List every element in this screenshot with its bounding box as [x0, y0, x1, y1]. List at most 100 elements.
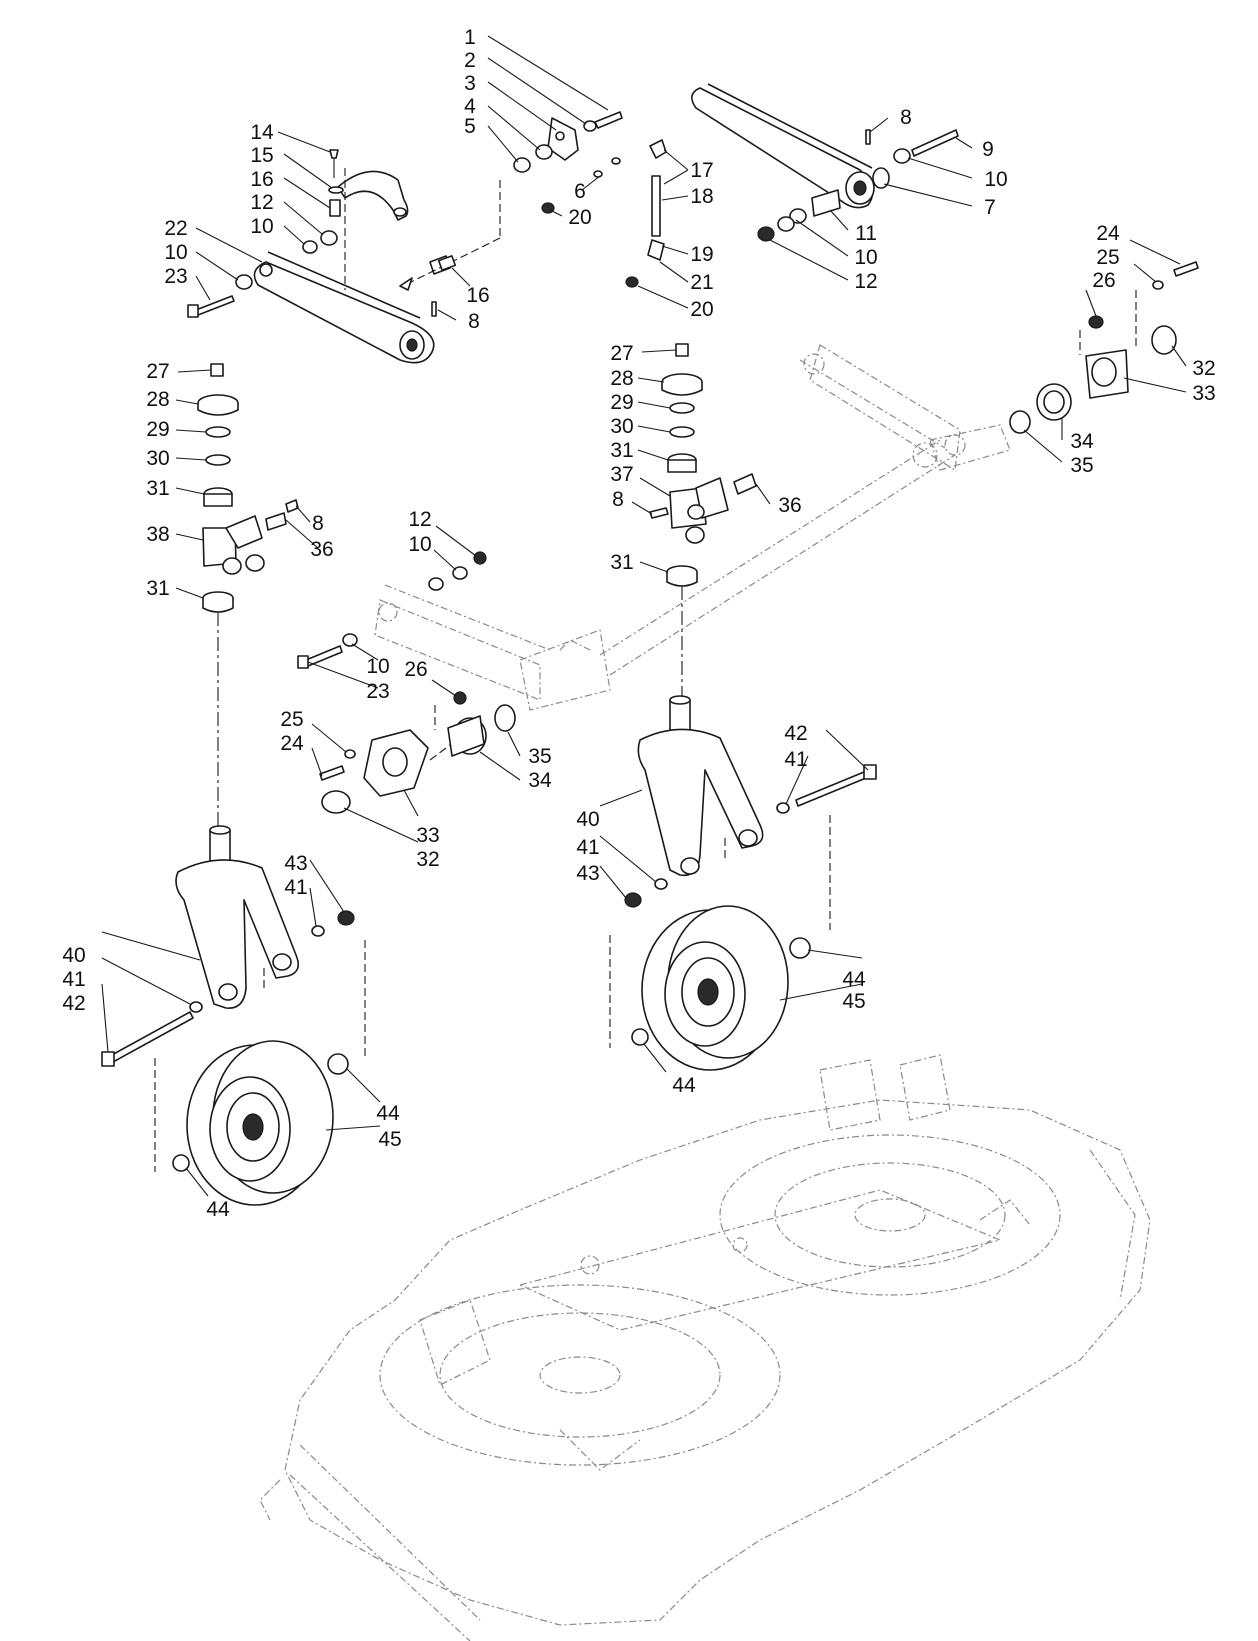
callout-31: 31 [610, 439, 633, 462]
callout-labels: 1 2 3 4 5 6 20 14 15 16 12 10 22 10 23 1… [62, 26, 1215, 1221]
callout-22: 22 [164, 217, 187, 240]
callout-1: 1 [464, 26, 476, 49]
callout-23: 23 [164, 265, 187, 288]
callout-26: 26 [404, 658, 427, 681]
mower-deck-outline [259, 1054, 1151, 1641]
caster-stack-right [649, 343, 757, 700]
bumper-bracket-left [337, 170, 409, 221]
callout-26: 26 [1092, 269, 1115, 292]
callout-15: 15 [250, 144, 273, 167]
callout-43: 43 [576, 862, 599, 885]
callout-44: 44 [672, 1074, 696, 1097]
lift-arm-phantom-left [374, 439, 956, 711]
callout-43: 43 [284, 852, 307, 875]
callout-28: 28 [146, 388, 169, 411]
callout-32: 32 [416, 848, 439, 871]
callout-8: 8 [900, 106, 912, 129]
callout-27: 27 [610, 342, 633, 365]
callout-17: 17 [690, 159, 713, 182]
callout-32: 32 [1192, 357, 1215, 380]
callout-12: 12 [250, 191, 273, 214]
callout-31: 31 [146, 477, 169, 500]
upper-link-arm-right [691, 83, 959, 242]
wheel-right [631, 905, 811, 1071]
callout-33: 33 [1192, 382, 1215, 405]
callout-24: 24 [1096, 222, 1120, 245]
callout-5: 5 [464, 115, 476, 138]
caster-stack-left [197, 363, 299, 830]
caster-fork-left [101, 825, 366, 1172]
callout-10: 10 [164, 241, 187, 264]
caster-fork-right [609, 695, 877, 1048]
callout-10: 10 [366, 655, 389, 678]
callout-36: 36 [778, 494, 801, 517]
callout-12: 12 [408, 508, 431, 531]
callout-20: 20 [690, 298, 713, 321]
callout-10: 10 [854, 246, 877, 269]
callout-38: 38 [146, 523, 169, 546]
callout-30: 30 [610, 415, 633, 438]
callout-9: 9 [982, 138, 994, 161]
pivot-hardware-right [1009, 261, 1199, 434]
height-adjust-linkage [399, 111, 667, 291]
callout-23: 23 [366, 680, 389, 703]
callout-16: 16 [466, 284, 489, 307]
lift-arm-phantom-right [799, 344, 1011, 472]
callout-40: 40 [576, 808, 599, 831]
wheel-left [172, 1040, 349, 1206]
callout-10: 10 [984, 168, 1007, 191]
callout-29: 29 [610, 391, 633, 414]
callout-41: 41 [62, 968, 85, 991]
callout-40: 40 [62, 944, 85, 967]
callout-41: 41 [576, 836, 599, 859]
callout-10: 10 [408, 533, 431, 556]
callout-25: 25 [280, 708, 303, 731]
callout-3: 3 [464, 72, 476, 95]
callout-42: 42 [62, 992, 85, 1015]
callout-10: 10 [250, 215, 273, 238]
callout-35: 35 [528, 745, 551, 768]
callout-14: 14 [250, 121, 274, 144]
callout-41: 41 [284, 876, 307, 899]
callout-41: 41 [784, 748, 807, 771]
callout-27: 27 [146, 360, 169, 383]
hardware-group-top-left [187, 149, 451, 318]
callout-44: 44 [376, 1102, 400, 1125]
callout-8: 8 [612, 488, 624, 511]
callout-30: 30 [146, 447, 169, 470]
callout-31: 31 [610, 551, 633, 574]
callout-42: 42 [784, 722, 807, 745]
callout-45: 45 [378, 1128, 401, 1151]
pivot-hardware-center [297, 551, 516, 814]
callout-7: 7 [984, 196, 996, 219]
callout-6: 6 [574, 180, 586, 203]
callout-44: 44 [842, 968, 866, 991]
callout-4: 4 [464, 95, 476, 118]
callout-29: 29 [146, 418, 169, 441]
upper-link-arm-left [253, 251, 435, 364]
callout-34: 34 [528, 769, 552, 792]
callout-20: 20 [568, 206, 591, 229]
callout-28: 28 [610, 367, 633, 390]
callout-16: 16 [250, 168, 273, 191]
callout-24: 24 [280, 732, 304, 755]
callout-34: 34 [1070, 430, 1094, 453]
callout-37: 37 [610, 463, 633, 486]
leader-lines [101, 35, 1187, 1197]
callout-21: 21 [690, 271, 713, 294]
callout-25: 25 [1096, 246, 1119, 269]
callout-35: 35 [1070, 454, 1093, 477]
callout-18: 18 [690, 185, 713, 208]
callout-2: 2 [464, 49, 476, 72]
callout-12: 12 [854, 270, 877, 293]
callout-33: 33 [416, 824, 439, 847]
callout-36: 36 [310, 538, 333, 561]
callout-19: 19 [690, 243, 713, 266]
callout-8: 8 [468, 310, 480, 333]
callout-8: 8 [312, 512, 324, 535]
callout-11: 11 [855, 222, 877, 245]
callout-45: 45 [842, 990, 865, 1013]
callout-44: 44 [206, 1198, 230, 1221]
callout-31: 31 [146, 577, 169, 600]
